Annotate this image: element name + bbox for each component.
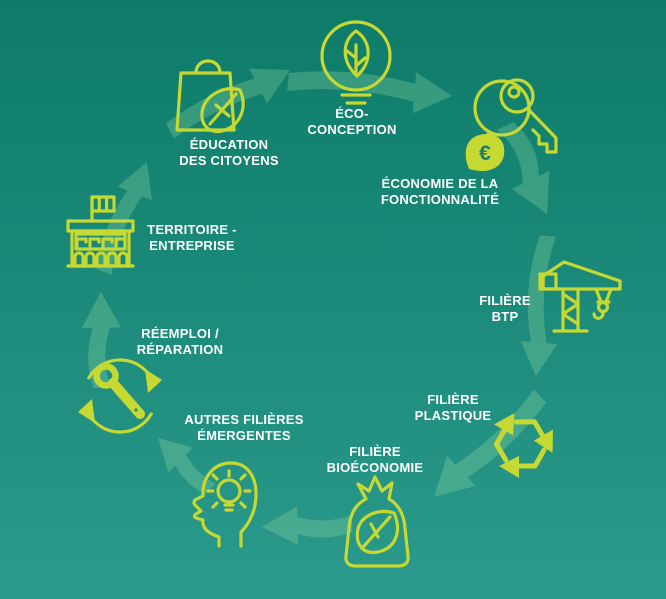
euro-symbol: €	[479, 142, 491, 165]
label-eco-conception: ÉCO- CONCEPTION	[307, 106, 397, 137]
label-filiere-plastique: FILIÈRE PLASTIQUE	[414, 392, 492, 423]
label-autres-filieres-emergentes: AUTRES FILIÈRES ÉMERGENTES	[184, 412, 304, 443]
label-filiere-btp: FILIÈRE BTP	[479, 293, 531, 324]
label-filiere-bioeconomie: FILIÈRE BIOÉCONOMIE	[326, 444, 424, 475]
flow-arrow-6	[158, 438, 216, 495]
sack-leaf-icon	[344, 475, 410, 568]
flow-arrow-8	[96, 162, 152, 275]
wrench-cycle-icon	[78, 358, 162, 434]
label-education-citoyens: ÉDUCATION DES CITOYENS	[179, 137, 279, 168]
flow-arrow-5	[262, 506, 353, 546]
flow-arrow-3	[520, 235, 558, 376]
label-economie-fonctionnalite: ÉCONOMIE DE LA FONCTIONNALITÉ	[380, 176, 500, 207]
shopping-bag-leaf-icon	[175, 59, 245, 134]
label-territoire-entreprise: TERRITOIRE - ENTREPRISE	[147, 222, 237, 253]
flow-arrow-4	[434, 389, 547, 497]
town-hall-icon	[66, 195, 135, 268]
head-idea-icon	[192, 461, 258, 548]
flow-arrow-2	[496, 122, 550, 214]
label-reemploi-reparation: RÉEMPLOI / RÉPARATION	[136, 326, 224, 357]
crane-icon	[538, 260, 622, 333]
key-euro-tag-icon: €	[465, 78, 558, 172]
cycle-arrows	[81, 68, 558, 546]
flow-arrow-1	[287, 71, 452, 114]
flow-arrow-7	[81, 292, 121, 389]
recycling-arrows-icon	[493, 413, 553, 478]
lightbulb-leaf-icon	[320, 20, 392, 105]
